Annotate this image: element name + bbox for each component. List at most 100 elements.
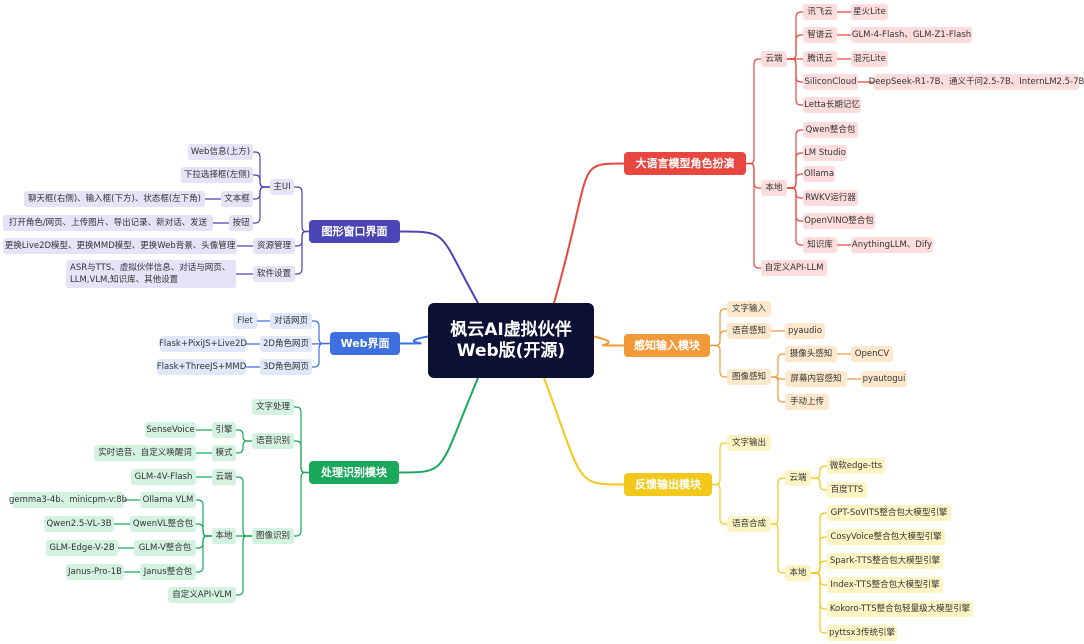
process-leaf-glm4v[interactable]: GLM-4V-Flash [131,469,196,485]
web-leaf-flet[interactable]: Flet [233,313,257,329]
llm-leaf-silicon-models[interactable]: DeepSeek-R1-7B、通义千问2.5-7B、InternLM2.5-7B [869,74,1084,90]
llm-local-ollama[interactable]: Ollama [803,166,835,182]
gui-leaf-textboxes[interactable]: 聊天框(右侧)、输入框(下方)、状态框(左下角) [24,191,205,207]
llm-local-knowledge-base[interactable]: 知识库 [803,237,837,253]
web-2d-role-page[interactable]: 2D角色网页 [260,336,312,352]
process-leaf-janus-pro[interactable]: Janus-Pro-1B [66,564,124,580]
web-leaf-pixijs[interactable]: Flask+PixiJS+Live2D [159,336,247,352]
branch-perception-input[interactable]: 感知输入模块 [624,334,710,357]
gui-software-settings[interactable]: 软件设置 [253,266,295,282]
root-title-line2: Web版(开源) [456,340,566,361]
child-connector [235,440,253,454]
input-manual-upload[interactable]: 手动上传 [785,394,829,410]
output-tts-edge[interactable]: 微软edge-tts [827,458,885,474]
input-voice[interactable]: 语音感知 [727,323,771,339]
process-vision-local[interactable]: 本地 [212,528,236,544]
llm-local-qwen[interactable]: Qwen整合包 [803,122,858,138]
llm-local-lmstudio[interactable]: LM Studio [803,145,847,161]
process-text[interactable]: 文字处理 [252,399,294,415]
gui-resource-manager[interactable]: 资源管理 [253,238,295,254]
process-vision-cloud[interactable]: 云端 [212,469,236,485]
process-leaf-modes[interactable]: 实时语音、自定义唤醒词 [94,445,196,461]
output-tts-gpt-sovits[interactable]: GPT-SoVITS整合包大模型引擎 [827,505,951,521]
process-leaf-qwen25vl[interactable]: Qwen2.5-VL-3B [44,516,114,532]
process-leaf-gemma-minicpm[interactable]: gemma3-4b、minicpm-v:8b [9,492,127,508]
llm-local-node[interactable]: 本地 [761,180,787,196]
gui-leaf-settings[interactable]: ASR与TTS、虚拟伙伴信息、对话与网页、LLM,VLM,知识库、其他设置 [66,260,236,288]
branch-feedback-output[interactable]: 反馈输出模块 [624,473,712,496]
process-janus-bundle[interactable]: Janus整合包 [140,564,196,580]
llm-leaf-hunyuan[interactable]: 混元Lite [851,51,888,67]
child-connector [235,535,253,596]
child-connector [745,162,762,269]
input-text[interactable]: 文字输入 [727,301,771,317]
child-connector [786,187,804,246]
llm-leaf-glm[interactable]: GLM-4-Flash、GLM-Z1-Flash [851,27,972,43]
process-qwenvl-bundle[interactable]: QwenVL整合包 [130,516,196,532]
process-leaf-glm-edge[interactable]: GLM-Edge-V-2B [46,540,118,556]
web-chat-page[interactable]: 对话网页 [270,313,312,329]
root-node[interactable]: 枫云AI虚拟伙伴 Web版(开源) [428,303,594,378]
child-connector [786,187,804,222]
child-connector [786,173,804,189]
output-speech-synthesis[interactable]: 语音合成 [727,516,771,532]
branch-connector [543,377,625,486]
process-custom-api-vlm[interactable]: 自定义API-VLM [168,587,236,603]
child-connector [252,186,271,200]
child-connector [770,477,786,525]
llm-cloud-tencent[interactable]: 腾讯云 [803,51,837,67]
output-tts-baidu[interactable]: 百度TTS [827,482,867,498]
web-leaf-threejs[interactable]: Flask+ThreeJS+MMD [157,359,246,375]
llm-cloud-xunfei[interactable]: 讯飞云 [803,4,837,20]
child-connector [709,308,728,347]
child-connector [810,536,828,574]
process-speech-recognition[interactable]: 语音识别 [252,433,294,449]
child-connector [709,330,728,347]
input-leaf-pyautogui[interactable]: pyautogui [861,371,907,387]
gui-web-info[interactable]: Web信息(上方) [188,144,253,160]
llm-leaf-xinghuo[interactable]: 星火Lite [851,4,888,20]
llm-cloud-node[interactable]: 云端 [761,51,787,67]
llm-cloud-letta[interactable]: Letta长期记忆 [803,97,861,113]
llm-local-openvino[interactable]: OpenVINO整合包 [803,213,875,229]
branch-web-ui[interactable]: Web界面 [330,332,400,355]
llm-cloud-zhipu[interactable]: 智谱云 [803,27,837,43]
child-connector [810,477,828,491]
branch-connector [553,162,625,304]
child-connector [786,152,804,189]
output-tts-index[interactable]: Index-TTS整合包大模型引擎 [827,577,943,593]
gui-main-ui[interactable]: 主UI [270,179,294,195]
process-asr-engine[interactable]: 引擎 [212,422,236,438]
process-asr-mode[interactable]: 模式 [212,445,236,461]
gui-leaf-buttons[interactable]: 打开角色/网页、上传图片、导出记录、新对话、发送 [3,215,213,231]
branch-graphical-window[interactable]: 图形窗口界面 [309,220,400,243]
llm-cloud-siliconcloud[interactable]: SiliconCloud [803,74,858,90]
process-image-recognition[interactable]: 图像识别 [252,528,294,544]
branch-processing-recognition[interactable]: 处理识别模块 [309,461,399,484]
web-3d-role-page[interactable]: 3D角色网页 [260,359,312,375]
output-tts-spark[interactable]: Spark-TTS整合包大模型引擎 [827,553,943,569]
gui-leaf-resources[interactable]: 更换Live2D模型、更换MMD模型、更换Web背景、头像管理 [3,238,237,254]
output-tts-cosyvoice[interactable]: CosyVoice整合包大模型引擎 [827,529,945,545]
output-tts-pyttsx3[interactable]: pyttsx3传统引擎 [827,625,897,641]
gui-textbox[interactable]: 文本框 [221,191,253,207]
process-leaf-sensevoice[interactable]: SenseVoice [145,422,196,438]
input-leaf-pyaudio[interactable]: pyaudio [785,323,825,339]
output-tts-local[interactable]: 本地 [785,565,811,581]
process-glmv-bundle[interactable]: GLM-V整合包 [134,540,196,556]
process-ollama-vlm[interactable]: Ollama VLM [140,492,196,508]
gui-dropdown[interactable]: 下拉选择框(左侧) [181,167,253,183]
child-connector [235,429,253,442]
output-tts-kokoro[interactable]: Kokoro-TTS整合包轻量级大模型引擎 [827,601,973,617]
llm-local-rwkv[interactable]: RWKV运行器 [803,190,858,206]
output-text[interactable]: 文字输出 [727,435,771,451]
branch-llm-roleplay[interactable]: 大语言模型角色扮演 [624,152,746,175]
llm-leaf-anythingllm-dify[interactable]: AnythingLLM、Dify [851,237,933,253]
llm-custom-api[interactable]: 自定义API-LLM [761,260,827,276]
input-image[interactable]: 图像感知 [727,369,771,385]
input-leaf-opencv[interactable]: OpenCV [851,346,893,362]
gui-buttons[interactable]: 按钮 [229,215,253,231]
output-tts-cloud[interactable]: 云端 [785,470,811,486]
input-screen[interactable]: 屏幕内容感知 [785,371,847,387]
input-camera[interactable]: 摄像头感知 [785,346,837,362]
